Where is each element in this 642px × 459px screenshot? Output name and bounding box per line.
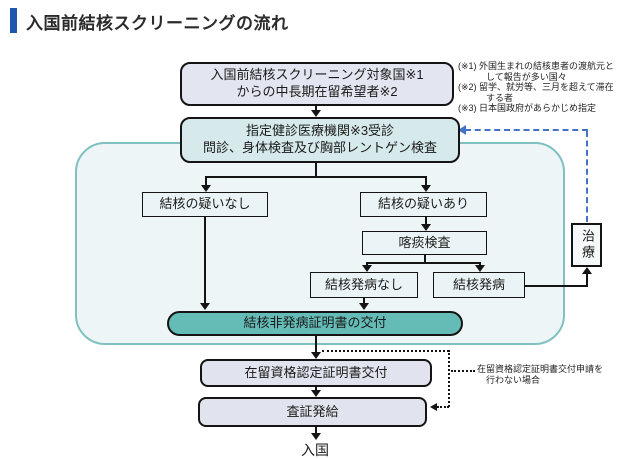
- node-target-country-line1: 入国前結核スクリーニング対象国※1: [210, 67, 424, 83]
- connector-line: [525, 285, 588, 287]
- arrow-head-down: [421, 224, 431, 231]
- arrow-line: [204, 217, 206, 304]
- connector-line: [315, 163, 317, 177]
- node-designated-clinic: 指定健診医療機関※3受診 問診、身体検査及び胸部レントゲン検査: [180, 117, 460, 163]
- node-designated-clinic-line1: 指定健診医療機関※3受診: [245, 123, 395, 139]
- node-residence-certificate-label: 在留資格認定証明書交付: [244, 364, 388, 380]
- node-sputum-test-label: 喀痰検査: [398, 234, 451, 250]
- node-target-country: 入国前結核スクリーニング対象国※1 からの中長期在留希望者※2: [180, 62, 454, 106]
- arrow-head-down: [311, 390, 321, 397]
- arrow-line: [363, 298, 365, 304]
- dotted-bypass-line: [437, 406, 449, 408]
- node-residence-certificate: 在留資格認定証明書交付: [200, 359, 432, 387]
- arrow-head-down: [200, 303, 210, 310]
- connector-line: [479, 262, 481, 266]
- arrow-line: [315, 387, 317, 391]
- node-designated-clinic-line2: 問診、身体検査及び胸部レントゲン検査: [202, 140, 437, 155]
- dotted-leader-line: [451, 370, 475, 372]
- arrow-head-down: [311, 433, 321, 440]
- footnote-2-line2: する者: [486, 92, 514, 103]
- connector-line: [424, 255, 426, 264]
- bypass-note: 在留資格認定証明書交付申請を 行わない場合: [477, 364, 637, 386]
- page-title: 入国前結核スクリーニングの流れ: [26, 14, 289, 33]
- node-suspicion: 結核の疑いあり: [360, 192, 487, 217]
- node-visa-issuance-label: 査証発給: [286, 403, 339, 419]
- bypass-note-line2: 行わない場合: [486, 375, 541, 385]
- node-no-suspicion-label: 結核の疑いなし: [159, 196, 251, 212]
- node-no-onset: 結核発病なし: [310, 272, 418, 298]
- dashed-arrow-head-left: [458, 125, 466, 135]
- connector-line: [586, 273, 588, 287]
- footnote-1-line1: (※1) 外国生まれの結核患者の渡航元と: [458, 61, 615, 71]
- node-treatment: 治療: [571, 223, 602, 267]
- connector-line: [205, 176, 427, 178]
- connector-line: [205, 176, 207, 185]
- footnote-1-line2: して報告が多い国々: [486, 71, 567, 82]
- arrow-line: [315, 336, 317, 353]
- dotted-bypass-line: [448, 350, 450, 407]
- arrow-head-down: [311, 110, 321, 117]
- node-onset: 結核発病: [433, 272, 525, 298]
- connector-line: [366, 262, 481, 264]
- arrow-head-down: [201, 185, 211, 192]
- entry-label: 入国: [301, 442, 329, 458]
- arrow-line: [425, 217, 427, 225]
- node-certificate: 結核非発病証明書の交付: [167, 311, 463, 336]
- dashed-feedback-line: [465, 129, 588, 131]
- connector-line: [366, 262, 368, 266]
- footnote-3-line1: (※3) 日本国政府があらかじめ指定: [458, 103, 597, 113]
- dotted-arrow-head-left: [430, 403, 437, 411]
- node-no-suspicion: 結核の疑いなし: [142, 192, 268, 217]
- node-sputum-test: 喀痰検査: [362, 231, 487, 255]
- node-certificate-label: 結核非発病証明書の交付: [243, 315, 387, 331]
- arrow-head-down: [359, 303, 369, 310]
- arrow-head-up: [582, 267, 592, 274]
- arrow-line: [315, 427, 317, 434]
- title-accent-bar: [10, 8, 17, 33]
- dashed-feedback-line: [586, 131, 588, 222]
- node-target-country-line2: からの中長期在留希望者※2: [236, 84, 398, 99]
- dotted-bypass-line: [322, 350, 449, 352]
- footnote-2-line1: (※2) 留学、就労等、三月を超えて滞在: [458, 82, 614, 92]
- node-visa-issuance: 査証発給: [198, 397, 427, 427]
- node-no-onset-label: 結核発病なし: [324, 276, 403, 292]
- node-suspicion-label: 結核の疑いあり: [377, 196, 469, 212]
- node-onset-label: 結核発病: [452, 276, 505, 292]
- arrow-line: [315, 106, 317, 111]
- node-treatment-label: 治療: [579, 229, 595, 261]
- arrow-head-down: [362, 265, 372, 272]
- arrow-head-down: [311, 352, 321, 359]
- arrow-head-down: [421, 185, 431, 192]
- arrow-head-down: [475, 265, 485, 272]
- footnotes: (※1) 外国生まれの結核患者の渡航元と して報告が多い国々 (※2) 留学、就…: [458, 61, 640, 114]
- connector-line: [425, 176, 427, 185]
- bypass-note-line1: 在留資格認定証明書交付申請を: [477, 364, 604, 374]
